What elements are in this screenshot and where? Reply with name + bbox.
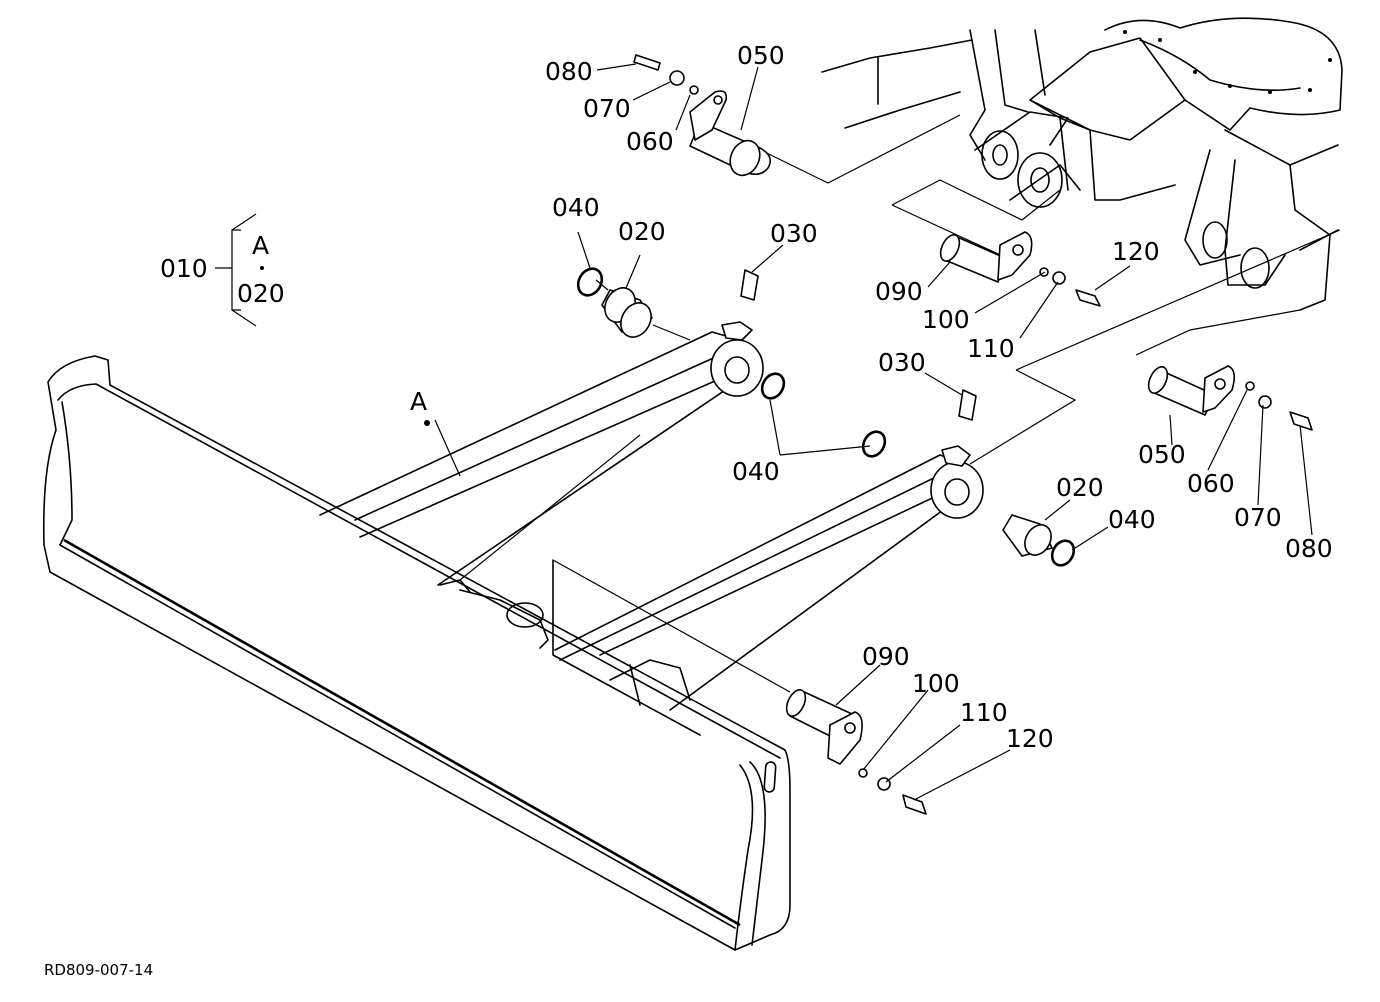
callout-060-top: 060 [626, 127, 674, 156]
small-parts [576, 54, 1313, 815]
callout-050-top: 050 [737, 41, 785, 70]
callout-040-right: 040 [1108, 505, 1156, 534]
callout-080-top: 080 [545, 57, 593, 86]
drawing-code: RD809-007-14 [44, 961, 153, 979]
callout-110-top: 110 [967, 334, 1015, 363]
callout-070-top: 070 [583, 94, 631, 123]
callout-090-bottom: 090 [862, 642, 910, 671]
callout-070-right: 070 [1234, 503, 1282, 532]
callout-110-bottom: 110 [960, 698, 1008, 727]
callout-120-top: 120 [1112, 237, 1160, 266]
callout-060-right: 060 [1187, 469, 1235, 498]
callout-100-bottom: 100 [912, 669, 960, 698]
assembly-dot [260, 266, 264, 270]
leader-lines [434, 114, 1341, 693]
assembly-main-label: 010 [160, 254, 208, 283]
assembly-bracket [215, 213, 264, 327]
callout-050-right: 050 [1138, 440, 1186, 469]
callout-020-mid: 020 [1056, 473, 1104, 502]
dozer-blade [42, 355, 791, 951]
assembly-bottom-label: 020 [237, 279, 285, 308]
callout-080-right: 080 [1285, 534, 1333, 563]
callout-100-top: 100 [922, 305, 970, 334]
callout-120-bottom: 120 [1006, 724, 1054, 753]
callout-ref-a: A [410, 387, 427, 416]
callout-030-top: 030 [770, 219, 818, 248]
callout-030-mid: 030 [878, 348, 926, 377]
callout-040-top: 040 [552, 193, 600, 222]
frame-arms [319, 321, 984, 736]
assembly-top-label: A [252, 231, 269, 260]
ref-a-dot [424, 420, 430, 426]
callout-090-top: 090 [875, 277, 923, 306]
callout-040-mid: 040 [732, 457, 780, 486]
machine-frame [821, 17, 1343, 311]
callout-020-top: 020 [618, 217, 666, 246]
callout-leaders [424, 63, 1313, 801]
callout-labels: 080 070 060 050 040 020 030 090 100 110 … [44, 41, 1333, 979]
